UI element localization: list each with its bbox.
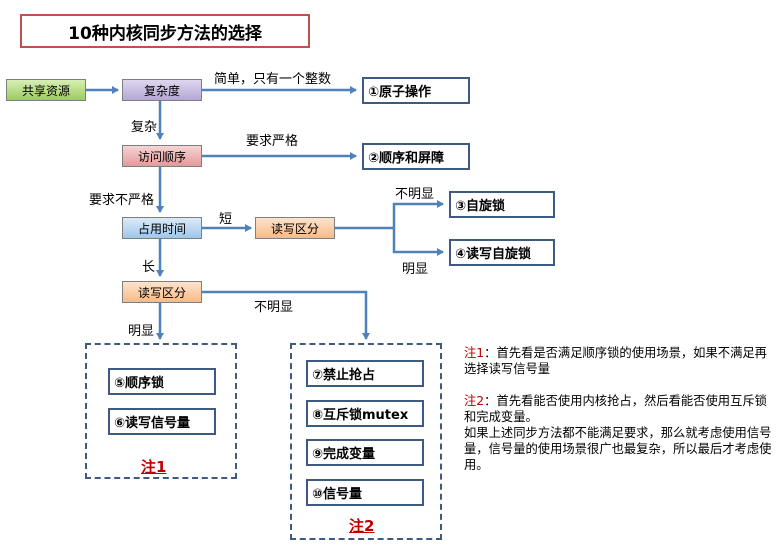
method-rw-semaphore: ⑥读写信号量 xyxy=(108,408,216,435)
node-complexity: 复杂度 xyxy=(122,79,202,101)
note1-key: 注1 xyxy=(464,346,485,360)
node-access-order: 访问顺序 xyxy=(122,145,202,167)
method-seqlock: ⑤顺序锁 xyxy=(108,368,216,395)
method-semaphore: ⑩信号量 xyxy=(306,479,424,506)
label-not-strict: 要求不严格 xyxy=(89,193,155,208)
label-obvious-2: 明显 xyxy=(128,324,155,339)
label-strict: 要求严格 xyxy=(246,134,299,149)
group-note1 xyxy=(85,343,237,479)
note2-link[interactable]: 注2 xyxy=(349,517,375,535)
note2-text: 注2：首先看能否使用内核抢占，然后看能否使用互斥锁和完成变量。 xyxy=(464,393,772,425)
notes-panel: 注1：首先看是否满足顺序锁的使用场景，如果不满足再选择读写信号量 注2：首先看能… xyxy=(464,345,772,473)
label-simple: 简单，只有一个整数 xyxy=(214,72,332,87)
method-order-barrier: ②顺序和屏障 xyxy=(362,143,470,170)
method-spinlock: ③自旋锁 xyxy=(449,191,555,218)
method-atomic-ops: ①原子操作 xyxy=(362,77,470,104)
method-disable-preempt: ⑦禁止抢占 xyxy=(306,360,424,387)
method-rw-spinlock: ④读写自旋锁 xyxy=(449,239,555,266)
label-obvious-1: 明显 xyxy=(402,262,429,277)
note1-link[interactable]: 注1 xyxy=(141,458,167,476)
note1-body: ：首先看是否满足顺序锁的使用场景，如果不满足再选择读写信号量 xyxy=(464,346,767,376)
method-mutex: ⑧互斥锁mutex xyxy=(306,400,424,427)
label-not-obvious-1: 不明显 xyxy=(395,187,435,202)
note2-body: ：首先看能否使用内核抢占，然后看能否使用互斥锁和完成变量。 xyxy=(464,394,767,424)
label-not-obvious-2: 不明显 xyxy=(254,300,294,315)
node-rw-distinction-1: 读写区分 xyxy=(255,217,335,239)
label-complex: 复杂 xyxy=(131,120,158,135)
node-shared-resource: 共享资源 xyxy=(6,79,86,101)
label-short: 短 xyxy=(219,212,233,227)
note1-text: 注1：首先看是否满足顺序锁的使用场景，如果不满足再选择读写信号量 xyxy=(464,345,772,377)
node-rw-distinction-2: 读写区分 xyxy=(122,281,202,303)
label-long: 长 xyxy=(142,260,156,275)
diagram-title: 10种内核同步方法的选择 xyxy=(20,14,310,48)
node-hold-time: 占用时间 xyxy=(122,217,202,239)
group-note2 xyxy=(290,343,442,540)
note2-key: 注2 xyxy=(464,394,485,408)
note2-extra: 如果上述同步方法都不能满足要求，那么就考虑使用信号量，信号量的使用场景很广也最复… xyxy=(464,426,772,472)
method-completion: ⑨完成变量 xyxy=(306,439,424,466)
